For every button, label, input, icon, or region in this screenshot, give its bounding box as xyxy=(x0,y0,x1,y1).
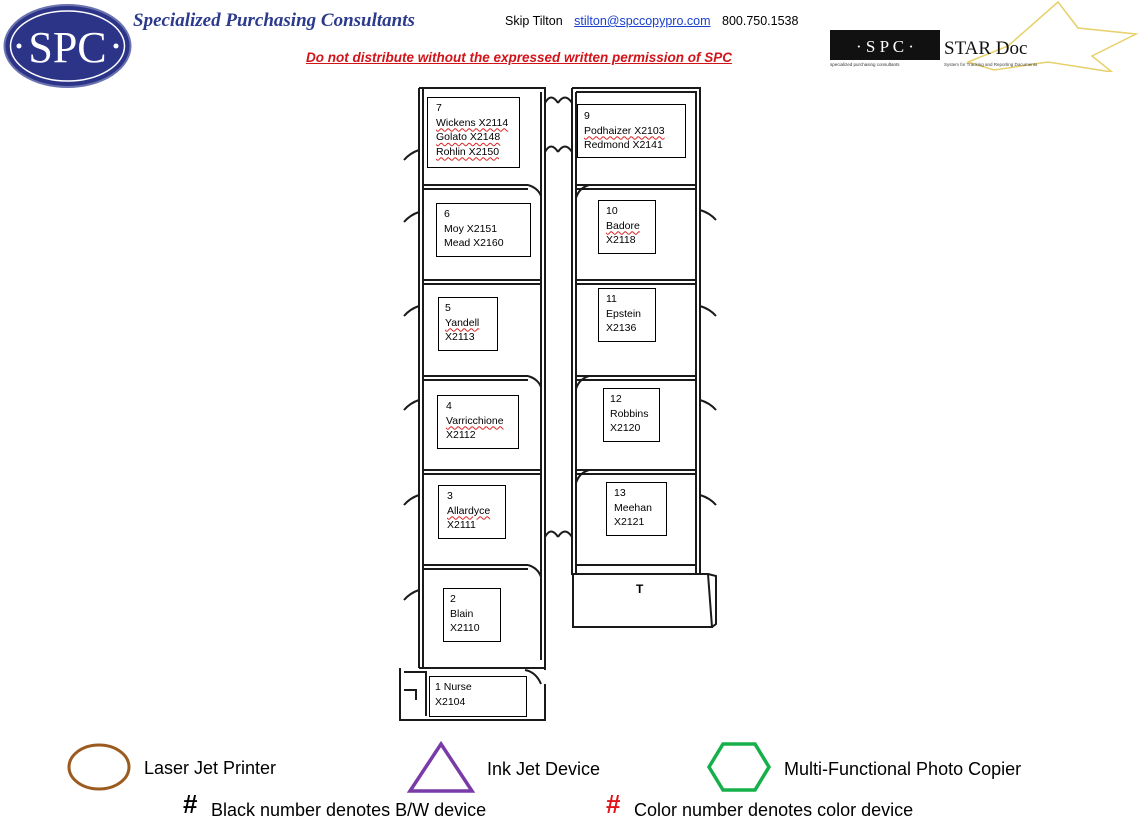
room-10-occupant: Badore xyxy=(606,219,640,232)
room-5-extension: X2113 xyxy=(445,331,475,343)
star-logo-sub-left: specialized purchasing consultants xyxy=(830,62,900,67)
room-13-number: 13 xyxy=(614,487,626,499)
room-9-number: 9 xyxy=(584,110,590,122)
room-4-number: 4 xyxy=(446,400,452,412)
room-11-extension: X2136 xyxy=(606,322,637,334)
room-9-label: 9 Podhaizer X2103 Redmond X2141 xyxy=(577,104,686,158)
room-1-extension: X2104 xyxy=(435,695,466,708)
room-13-occupant: Meehan xyxy=(614,501,652,514)
room-7-occupant: Golato X2148 xyxy=(436,131,501,143)
contact-email-link[interactable]: stilton@spccopypro.com xyxy=(574,14,711,28)
room-10-number: 10 xyxy=(606,205,618,217)
room-4-label: 4 Varricchione X2112 xyxy=(437,395,519,449)
room-4-occupant: Varricchione xyxy=(446,414,504,427)
room-12-occupant: Robbins xyxy=(610,407,649,420)
room-10-extension: X2118 xyxy=(606,234,636,246)
room-10-label: 10 Badore X2118 xyxy=(598,200,656,254)
color-number-symbol: # xyxy=(606,789,621,819)
legend-color-label: Color number denotes color device xyxy=(634,800,914,820)
room-6-occupant: Moy X2151 xyxy=(444,222,498,235)
star-logo-name: STAR Doc xyxy=(944,38,1027,59)
room-2-number: 2 xyxy=(450,593,456,605)
room-7-occupant: Wickens X2114 xyxy=(436,116,509,129)
room-4-extension: X2112 xyxy=(446,429,476,441)
room-13-extension: X2121 xyxy=(614,516,645,528)
room-6-number: 6 xyxy=(444,208,450,220)
room-13-label: 13 Meehan X2121 xyxy=(606,482,667,536)
laser-jet-icon xyxy=(67,743,131,791)
room-12-label: 12 Robbins X2120 xyxy=(603,388,660,442)
room-6-label: 6 Moy X2151 Mead X2160 xyxy=(436,203,531,257)
room-11-number: 11 xyxy=(606,293,617,305)
room-9-occupant: Podhaizer X2103 xyxy=(584,124,665,137)
room-12-extension: X2120 xyxy=(610,422,641,434)
mfp-icon xyxy=(706,742,772,792)
star-logo-spc: · S P C · xyxy=(856,37,914,56)
ink-jet-icon xyxy=(406,740,476,793)
room-11-label: 11 Epstein X2136 xyxy=(598,288,656,342)
room-7-occupant: Rohlin X2150 xyxy=(436,145,500,158)
room-11-occupant: Epstein xyxy=(606,307,642,320)
room-6-occupant: Mead X2160 xyxy=(444,237,504,249)
star-logo-sub-right: System for Tracking and Reporting Docume… xyxy=(944,62,1038,67)
room-12-number: 12 xyxy=(610,393,622,405)
room-3-label: 3 Allardyce X2111 xyxy=(438,485,506,539)
room-2-label: 2 Blain X2110 xyxy=(443,588,501,642)
legend-laser-label: Laser Jet Printer xyxy=(144,758,277,778)
room-3-occupant: Allardyce xyxy=(447,504,491,517)
distribution-warning: Do not distribute without the expressed … xyxy=(306,50,733,65)
legend-bw-label: Black number denotes B/W device xyxy=(211,800,487,820)
t-room-label: T xyxy=(636,582,644,596)
spc-logo: SPC xyxy=(2,3,133,89)
room-3-extension: X2111 xyxy=(447,519,476,531)
room-7-label: 7 Wickens X2114 Golato X2148 Rohlin X215… xyxy=(427,97,520,168)
contact-phone: 800.750.1538 xyxy=(722,14,799,28)
bw-number-symbol: # xyxy=(183,789,198,819)
room-2-extension: X2110 xyxy=(450,622,480,634)
star-doc-logo: · S P C · specialized purchasing consult… xyxy=(828,0,1140,74)
room-5-label: 5 Yandell X2113 xyxy=(438,297,498,351)
spc-logo-text: SPC xyxy=(28,23,106,72)
company-name: Specialized Purchasing Consultants xyxy=(133,10,415,31)
room-5-occupant: Yandell xyxy=(445,316,480,329)
room-5-number: 5 xyxy=(445,302,451,314)
room-1-label: 1 Nurse X2104 xyxy=(429,676,527,717)
room-2-occupant: Blain xyxy=(450,607,474,620)
legend-mfp-label: Multi-Functional Photo Copier xyxy=(784,759,1022,779)
room-7-number: 7 xyxy=(436,102,442,114)
room-9-occupant: Redmond X2141 xyxy=(584,139,663,151)
contact-name: Skip Tilton xyxy=(505,14,563,28)
legend-inkjet-label: Ink Jet Device xyxy=(487,759,601,779)
room-3-number: 3 xyxy=(447,490,453,502)
room-1-number: 1 Nurse xyxy=(435,681,472,693)
contact-line: Skip Tilton stilton@spccopypro.com 800.7… xyxy=(505,14,798,28)
